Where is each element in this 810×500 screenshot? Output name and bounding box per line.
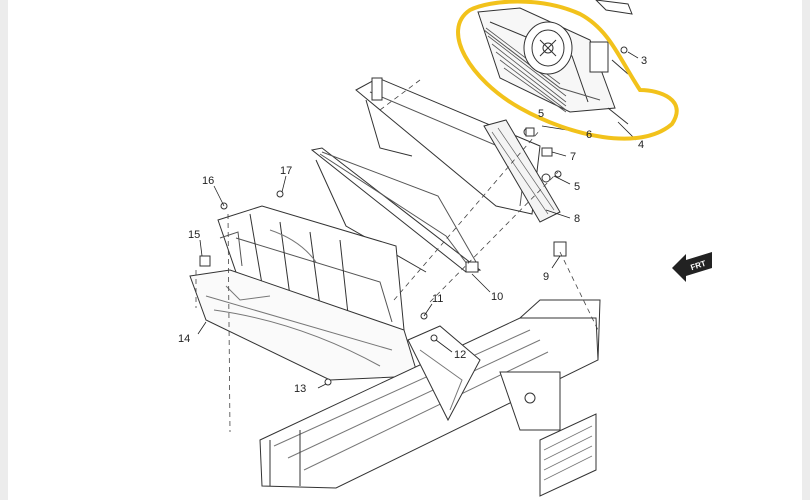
callout-5-lower: 5 [574,181,580,193]
highlight-circle [456,0,679,141]
callout-13: 13 [294,383,306,395]
condenser [310,147,482,273]
alignment-lines [195,79,599,433]
frame-rails [259,299,601,497]
arrow-shape [672,252,712,282]
callout-16: 16 [202,175,214,187]
callout-3: 3 [641,55,647,67]
leader-lines [197,51,639,389]
radiator [355,77,561,223]
left-frame-edge [0,0,8,500]
callout-9: 9 [543,271,549,283]
callout-4: 4 [638,139,644,151]
callout-12: 12 [454,349,466,361]
callout-11: 11 [432,293,443,305]
callout-17: 17 [280,165,292,177]
fan-shroud-assembly [477,0,633,125]
callout-7: 7 [570,151,576,163]
callout-5-upper: 5 [538,108,544,120]
callout-8: 8 [574,213,580,225]
fasteners [199,46,628,386]
callout-6: 6 [586,129,592,141]
callout-14: 14 [178,333,190,345]
air-deflector [217,205,405,341]
callout-15: 15 [188,229,200,241]
callout-10: 10 [491,291,503,303]
forward-arrow: FRT [672,252,712,282]
callout-labels: 3 4 5 6 7 5 8 9 10 11 12 13 14 15 16 17 [178,55,647,395]
right-frame-edge [802,0,810,500]
